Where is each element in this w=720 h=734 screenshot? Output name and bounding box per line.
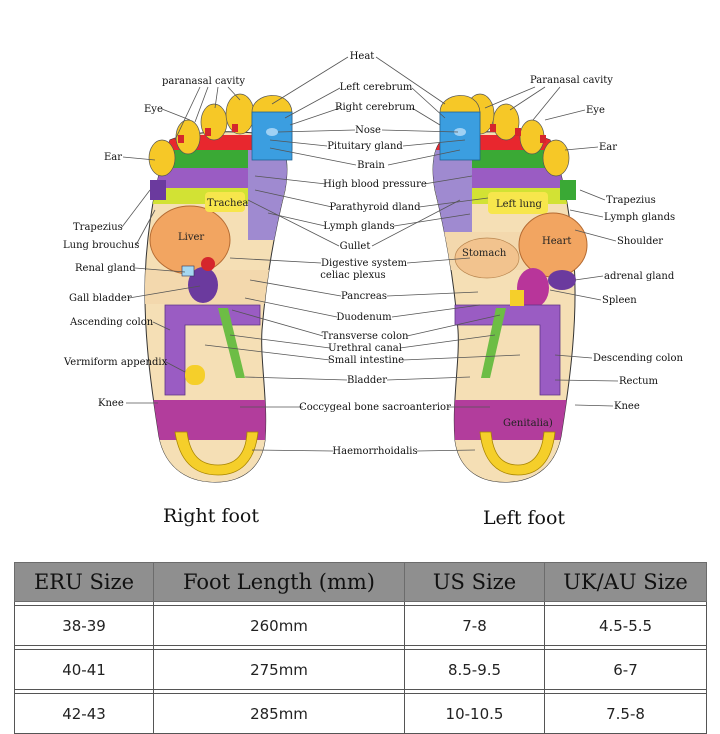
table-row: 38-39 260mm 7-8 4.5-5.5 bbox=[14, 605, 707, 646]
label-l-shoulder: Shoulder bbox=[617, 236, 663, 247]
label-right-cerebrum: Right cerebrum bbox=[335, 102, 416, 113]
table-row: 40-41 275mm 8.5-9.5 6-7 bbox=[14, 649, 707, 690]
label-pituitary-gland: Pituitary gland bbox=[327, 141, 403, 152]
foot-reflexology-diagram: Trachea Liver bbox=[63, 51, 683, 529]
label-l-ear: Ear bbox=[599, 142, 617, 153]
label-l-paranasal: Paranasal cavity bbox=[530, 75, 613, 86]
size-chart-table: ERU Size Foot Length (mm) US Size UK/AU … bbox=[14, 562, 707, 734]
left-foot: Left lung Heart Stomach Genitalia) bbox=[432, 93, 588, 483]
label-coccygeal: Coccygeal bone sacroanterior bbox=[299, 402, 451, 413]
label-gullet: Gullet bbox=[340, 241, 371, 252]
header-eru-size: ERU Size bbox=[14, 562, 154, 602]
label-pancreas: Pancreas bbox=[341, 291, 387, 302]
cell-uk-au-size: 6-7 bbox=[544, 649, 707, 690]
label-left-cerebrum: Left cerebrum bbox=[340, 82, 413, 93]
renal-gland-zone bbox=[201, 257, 215, 271]
header-uk-au-size: UK/AU Size bbox=[544, 562, 707, 602]
label-bladder: Bladder bbox=[347, 375, 387, 386]
label-r-eye: Eye bbox=[144, 104, 163, 115]
table-spacer bbox=[14, 689, 707, 694]
label-l-adrenal-gland: adrenal gland bbox=[604, 271, 675, 282]
label-urethral-canal: Urethral canal bbox=[328, 343, 402, 354]
spleen-zone bbox=[517, 268, 549, 308]
label-digestive-system: Digestive system bbox=[321, 258, 407, 269]
cell-us-size: 7-8 bbox=[404, 605, 545, 646]
label-duodenum: Duodenum bbox=[336, 312, 392, 323]
label-r-gall-bladder: Gall bladder bbox=[69, 293, 132, 304]
label-r-paranasal: paranasal cavity bbox=[162, 76, 245, 87]
table-row: 42-43 285mm 10-10.5 7.5-8 bbox=[14, 693, 707, 734]
cell-uk-au-size: 4.5-5.5 bbox=[544, 605, 707, 646]
table-spacer bbox=[14, 601, 707, 606]
label-r-trapezius: Trapezius bbox=[73, 222, 123, 233]
label-r-lung-bronchus: Lung brouchus bbox=[63, 240, 139, 251]
gall-bladder-zone bbox=[188, 267, 218, 303]
cell-us-size: 10-10.5 bbox=[404, 693, 545, 734]
label-l-eye: Eye bbox=[586, 105, 605, 116]
label-l-descending-colon: Descending colon bbox=[593, 353, 683, 364]
cell-eru-size: 38-39 bbox=[14, 605, 154, 646]
zone-label-liver: Liver bbox=[178, 232, 204, 243]
label-l-lymph-glands: Lymph glands bbox=[604, 212, 675, 223]
label-small-intestine: Small intestine bbox=[328, 355, 404, 366]
stomach-zone bbox=[454, 237, 520, 279]
zone-label-trachea: Trachea bbox=[207, 198, 248, 209]
label-r-ascending-colon: Ascending colon bbox=[69, 317, 154, 328]
header-foot-length: Foot Length (mm) bbox=[153, 562, 405, 602]
cell-eru-size: 40-41 bbox=[14, 649, 154, 690]
center-labels: Heat Left cerebrum Right cerebrum Nose P… bbox=[299, 51, 451, 457]
label-r-knee: Knee bbox=[98, 398, 124, 409]
table-spacer bbox=[14, 645, 707, 650]
caption-left-foot: Left foot bbox=[483, 507, 565, 529]
label-nose: Nose bbox=[355, 125, 381, 136]
label-l-knee: Knee bbox=[614, 401, 640, 412]
label-r-appendix: Vermiform appendix bbox=[63, 357, 168, 368]
right-foot: Trachea Liver bbox=[144, 93, 293, 483]
zone-label-heart: Heart bbox=[542, 236, 571, 247]
zone-label-genitalia: Genitalia) bbox=[503, 418, 553, 429]
label-parathyroid: Parathyroid dland bbox=[329, 202, 421, 213]
leader-lines bbox=[121, 56, 619, 452]
cell-foot-length: 260mm bbox=[153, 605, 405, 646]
cell-uk-au-size: 7.5-8 bbox=[544, 693, 707, 734]
table-header-row: ERU Size Foot Length (mm) US Size UK/AU … bbox=[14, 562, 707, 602]
label-haemorrhoidalis: Haemorrhoidalis bbox=[332, 446, 417, 457]
label-high-blood-pressure: High blood pressure bbox=[323, 179, 427, 190]
cell-us-size: 8.5-9.5 bbox=[404, 649, 545, 690]
left-foot-labels: Paranasal cavity Eye Ear Trapezius Lymph… bbox=[530, 75, 683, 412]
header-us-size: US Size bbox=[404, 562, 545, 602]
label-heat: Heat bbox=[350, 51, 375, 62]
left-lung-zone bbox=[488, 192, 548, 214]
label-l-spleen: Spleen bbox=[602, 295, 637, 306]
zone-label-stomach: Stomach bbox=[462, 248, 507, 259]
label-l-trapezius: Trapezius bbox=[606, 195, 656, 206]
cell-eru-size: 42-43 bbox=[14, 693, 154, 734]
label-r-ear: Ear bbox=[104, 152, 122, 163]
label-transverse-colon: Transverse colon bbox=[322, 331, 409, 342]
cell-foot-length: 285mm bbox=[153, 693, 405, 734]
zone-label-left-lung: Left lung bbox=[496, 199, 543, 210]
cell-foot-length: 275mm bbox=[153, 649, 405, 690]
label-celiac-plexus: celiac plexus bbox=[320, 270, 385, 281]
label-brain: Brain bbox=[357, 160, 385, 171]
right-foot-labels: paranasal cavity Eye Ear Trapezius Lung … bbox=[63, 76, 245, 409]
label-l-rectum: Rectum bbox=[619, 376, 659, 387]
caption-right-foot: Right foot bbox=[163, 505, 259, 527]
label-lymph-glands: Lymph glands bbox=[323, 221, 394, 232]
label-r-renal-gland: Renal gland bbox=[75, 263, 136, 274]
trachea-zone bbox=[205, 192, 245, 212]
